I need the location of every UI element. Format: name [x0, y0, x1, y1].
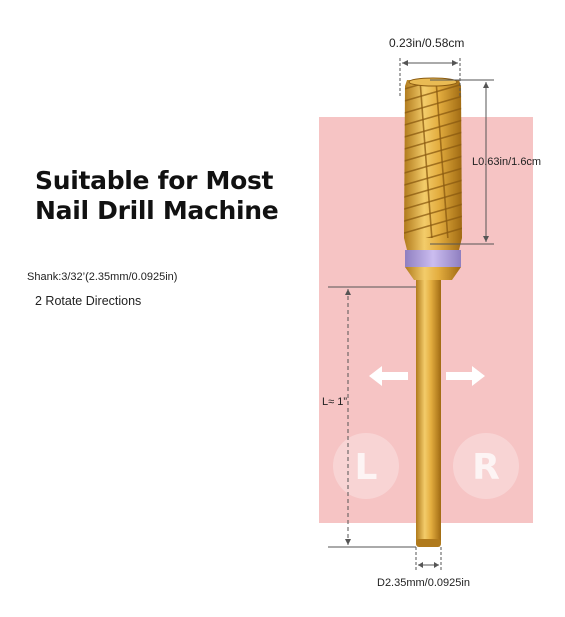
- right-direction-label: R: [472, 447, 500, 488]
- headline-line-2: Nail Drill Machine: [35, 196, 279, 225]
- dimension-arrowheads: [345, 60, 489, 568]
- drill-collar: [404, 238, 462, 280]
- right-direction-circle: R: [453, 433, 519, 499]
- head-diameter-label: 0.23in/0.58cm: [389, 36, 465, 50]
- dimension-lines: [328, 58, 494, 570]
- purple-band: [405, 250, 461, 267]
- left-direction-label: L: [355, 447, 378, 488]
- shank-spec: Shank:3/32’(2.35mm/0.0925in): [27, 271, 178, 283]
- shank-length-label: L≈ 1”: [322, 396, 347, 408]
- drill-head: [404, 77, 462, 238]
- headline: Suitable for Most Nail Drill Machine: [35, 166, 279, 226]
- head-length-label: L0.63in/1.6cm: [472, 156, 542, 168]
- rotate-directions-spec: 2 Rotate Directions: [35, 294, 142, 308]
- left-direction-circle: L: [333, 433, 399, 499]
- shank-diameter-label: D2.35mm/0.0925in: [377, 577, 470, 589]
- headline-line-1: Suitable for Most: [35, 166, 274, 195]
- drill-shank: [416, 276, 441, 547]
- arrow-right-icon: [446, 366, 485, 386]
- arrow-left-icon: [369, 366, 408, 386]
